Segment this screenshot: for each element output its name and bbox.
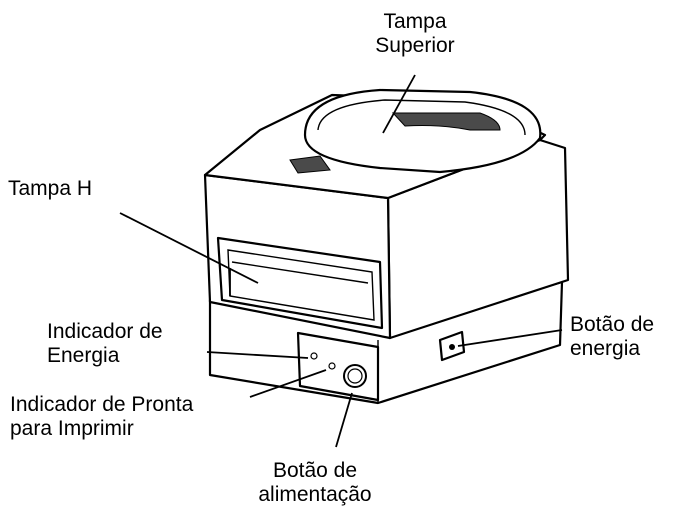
leader-botao-alimentacao bbox=[335, 392, 353, 448]
label-indicador-energia: Indicador de Energia bbox=[47, 320, 163, 368]
label-tampa-superior-line1: Tampa bbox=[383, 10, 447, 33]
label-indicador-energia-line2: Energia bbox=[47, 344, 120, 367]
leader-tampa-superior bbox=[382, 74, 416, 134]
label-botao-energia: Botão de energia bbox=[570, 313, 654, 361]
leader-indicador-pronta bbox=[249, 369, 327, 398]
label-botao-energia-line2: energia bbox=[570, 337, 641, 360]
label-botao-alimentacao-line1: Botão de bbox=[272, 459, 358, 482]
ready-led-icon bbox=[328, 362, 336, 370]
label-tampa-superior: Tampa Superior bbox=[365, 10, 465, 58]
power-led-icon bbox=[310, 352, 318, 360]
label-tampa-superior-line2: Superior bbox=[375, 34, 455, 57]
control-panel bbox=[296, 331, 380, 402]
leader-tampa-h bbox=[119, 212, 259, 284]
leader-botao-energia bbox=[457, 329, 563, 347]
label-botao-alimentacao: Botão de alimentação bbox=[245, 459, 385, 507]
label-indicador-pronta-line1: Indicador de Pronta bbox=[10, 393, 194, 416]
label-botao-alimentacao-line2: alimentação bbox=[258, 483, 372, 506]
label-botao-energia-line1: Botão de bbox=[570, 313, 655, 336]
feed-button-icon[interactable] bbox=[343, 364, 367, 388]
front-cover-h bbox=[216, 236, 384, 330]
leader-indicador-energia bbox=[206, 351, 309, 359]
top-cover-window bbox=[391, 112, 501, 131]
power-switch[interactable] bbox=[438, 330, 466, 362]
top-cover bbox=[289, 88, 542, 174]
label-indicador-energia-line1: Indicador de bbox=[47, 320, 163, 343]
front-window bbox=[289, 155, 331, 174]
label-indicador-pronta: Indicador de Pronta para Imprimir bbox=[10, 393, 193, 441]
label-indicador-pronta-line2: para Imprimir bbox=[10, 417, 134, 440]
leader-lines bbox=[119, 74, 563, 448]
label-tampa-h: Tampa H bbox=[8, 177, 93, 200]
